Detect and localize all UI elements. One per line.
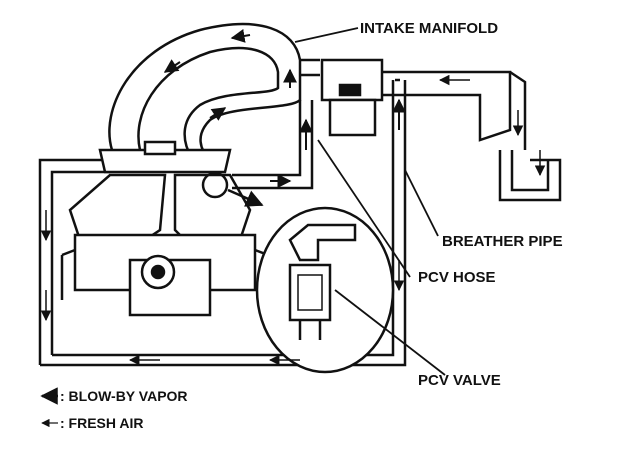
pcv-hose <box>232 100 312 188</box>
pcv-hose-label: PCV HOSE <box>418 269 496 286</box>
throttle-unit <box>322 60 382 135</box>
legend: : BLOW-BY VAPOR : FRESH AIR <box>42 388 188 431</box>
intake-manifold-pipe <box>109 24 300 160</box>
pcv-valve-label: PCV VALVE <box>418 372 501 389</box>
fresh-air-legend-label: : FRESH AIR <box>60 415 143 431</box>
blow-by-legend-label: : BLOW-BY VAPOR <box>60 388 188 404</box>
engine-block <box>62 175 268 315</box>
breather-pipe-label: BREATHER PIPE <box>442 233 563 250</box>
intake-manifold-label: INTAKE MANIFOLD <box>360 20 498 37</box>
throttle-plenum <box>100 142 230 172</box>
